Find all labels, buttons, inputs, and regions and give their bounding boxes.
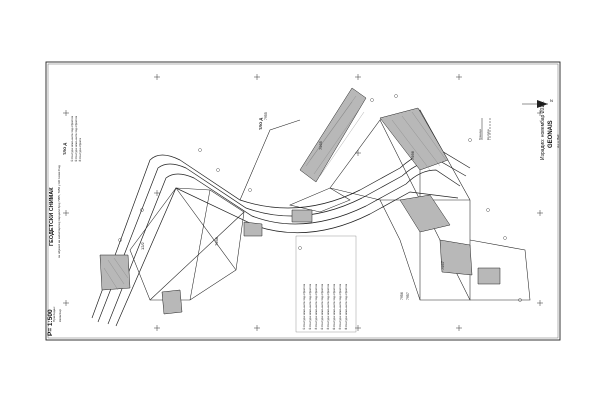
footer-left-2: Катастар: [58,308,62,322]
legend-left-title: ТЛО Д [62,142,67,155]
building-3 [399,194,451,233]
street-outline [91,149,471,327]
legend-box-frame [295,235,357,333]
sheet-code-3: 7957 [406,292,410,300]
building-hatch [103,95,447,291]
legend-right-item-3: ③ Контура земљишта под објектом [314,284,318,330]
parcel-label-5: 7958 [214,237,219,246]
parcel-label-4: 12/2 [140,242,145,250]
building-5 [99,254,131,291]
legend-right-item-7: ⑦ Контура земљишта под објектом [338,284,342,330]
company-header: Израдио: новембар 2015. [540,100,546,160]
legend-right-item-1: ① Контура земљишта под објектом [302,284,306,330]
legend-right-item-4: ④ Контура земљишта под објектом [320,284,324,330]
grid-crosses [63,74,543,331]
legend-mid-title: ТЛО Д [258,117,263,130]
map-frame [45,61,561,341]
legend-key-2: Контура [486,129,490,140]
legend-right-item-6: ⑥ Контура земљишта под објектом [332,284,336,330]
north-arrow-icon [522,100,548,108]
sheet-code-2: 7956 [400,292,404,300]
legend-right-item-8: ⑧ Контура земљишта под објектом [344,284,348,330]
building-2 [379,107,449,171]
sheet-code-1: 7955 [264,112,268,120]
company-name: GEONAIS [548,120,554,148]
map-title: ГЕОДЕТСКИ СНИМАК [49,187,55,246]
legend-key-1: Граница [478,129,482,140]
buildings [99,87,501,315]
building-1 [299,87,367,183]
legend-key-lines [481,118,491,140]
map-symbols [118,94,522,302]
building-4 [439,239,473,276]
legend-left-item-3: ③ Контура објекта [78,138,82,162]
building-8 [291,209,313,223]
building-6 [161,289,183,315]
building-7 [243,221,263,237]
company-suffix: d.o.o. Bač [556,134,560,148]
parcel-label-3: 7957 [440,261,445,270]
north-arrow-label: N [550,98,553,103]
map-subtitle: за објекат на катастарској парцели број … [57,165,61,258]
footer-left-1: Прегледао: [52,306,56,322]
parcel-label-2: 7956 [410,151,415,160]
legend-right-item-5: ⑤ Контура земљишта под објектом [326,284,330,330]
map-inner-frame [47,63,559,339]
building-9 [477,267,501,285]
parcel-label-1: 7955 [318,141,323,150]
legend-right-item-2: ② Контура земљишта под објектом [308,284,312,330]
